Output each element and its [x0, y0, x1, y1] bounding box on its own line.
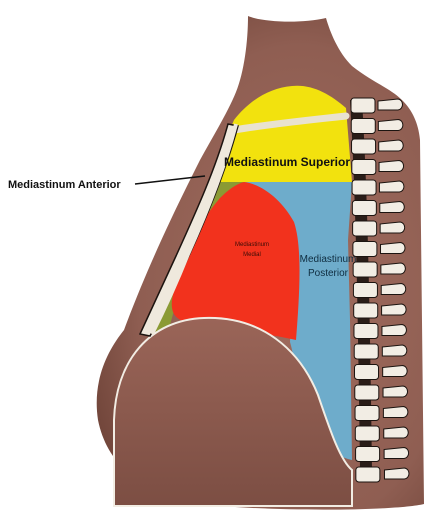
spinous-process — [382, 304, 407, 315]
spinous-process — [381, 243, 406, 254]
spinous-process — [379, 161, 404, 172]
vertebra-body — [351, 98, 375, 113]
spinous-process — [380, 222, 405, 233]
spinous-process — [381, 284, 406, 295]
spinous-process — [383, 407, 408, 418]
vertebra-body — [351, 119, 375, 134]
spinous-process — [384, 448, 409, 459]
vertebra-body — [353, 221, 377, 236]
vertebra-body — [355, 365, 379, 380]
vertebra-body — [354, 324, 378, 339]
spinous-process — [383, 366, 408, 377]
vertebra-body — [352, 201, 376, 216]
vertebra-body — [353, 242, 377, 257]
label-mediastinum-medial-2: Medial — [243, 252, 261, 258]
vertebra-body — [353, 283, 377, 298]
spinous-process — [382, 345, 407, 356]
spinous-process — [378, 120, 403, 131]
label-mediastinum-posterior-2: Posterior — [308, 268, 349, 279]
vertebra-body — [353, 262, 377, 277]
spinous-process — [378, 99, 403, 110]
vertebra-body — [354, 303, 378, 318]
vertebra-body — [355, 385, 379, 400]
vertebra-body — [356, 467, 380, 482]
spinous-process — [384, 427, 409, 438]
spinous-process — [381, 263, 406, 274]
vertebra-body — [352, 180, 376, 195]
label-mediastinum-anterior: Mediastinum Anterior — [8, 179, 121, 191]
vertebra-body — [352, 139, 376, 154]
vertebra-body — [355, 406, 379, 421]
spinous-process — [382, 325, 407, 336]
vertebra-body — [352, 160, 376, 175]
vertebra-body — [355, 426, 379, 441]
spinous-process — [379, 140, 404, 151]
spinous-process — [383, 386, 408, 397]
vertebra-body — [354, 344, 378, 359]
vertebra-body — [356, 447, 380, 462]
spinous-process — [379, 181, 404, 192]
spinous-process — [380, 202, 405, 213]
label-mediastinum-superior: Mediastinum Superior — [224, 155, 350, 169]
label-mediastinum-posterior-1: Mediastinum — [300, 254, 357, 265]
spinous-process — [384, 468, 409, 479]
label-mediastinum-medial-1: Mediastinum — [235, 242, 269, 248]
